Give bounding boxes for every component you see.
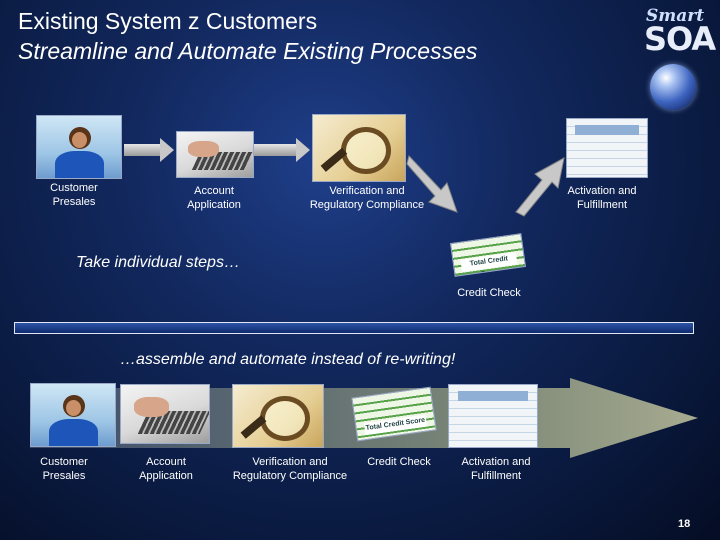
person-body bbox=[49, 418, 99, 446]
verification-image bbox=[312, 114, 406, 182]
logo-soa-text: SOA bbox=[644, 20, 716, 58]
credit-card-text: Total Credit Score bbox=[363, 414, 428, 435]
form-header-bar bbox=[575, 124, 639, 135]
individual-steps-note: Take individual steps… bbox=[76, 254, 240, 271]
bottom-label-credit-check: Credit Check bbox=[367, 456, 431, 468]
slide-title: Existing System z Customers bbox=[18, 8, 318, 34]
customer-presales-image bbox=[36, 115, 122, 179]
magnifier-lens bbox=[340, 126, 392, 174]
flow-arrow-2 bbox=[254, 138, 310, 162]
form-header-bar bbox=[457, 391, 529, 402]
bottom-verification-image bbox=[232, 384, 324, 448]
flow-arrow-1 bbox=[124, 138, 174, 162]
globe-icon bbox=[650, 64, 696, 110]
person-face bbox=[72, 132, 88, 149]
bottom-activation-image bbox=[448, 384, 538, 448]
flow-arrow-down-right bbox=[406, 154, 458, 213]
hand-shape bbox=[134, 396, 170, 417]
hand-shape bbox=[188, 141, 219, 157]
credit-check-image: Total Credit Score bbox=[449, 233, 527, 277]
person-face bbox=[66, 400, 82, 417]
magnifier-lens bbox=[260, 396, 310, 441]
account-application-image bbox=[176, 131, 254, 178]
step-label-credit-check: Credit Check bbox=[457, 287, 521, 299]
activation-image bbox=[566, 118, 648, 178]
smartsoa-logo: Smart SOA bbox=[628, 4, 716, 114]
page-number: 18 bbox=[678, 518, 691, 530]
bottom-customer-presales-image bbox=[30, 383, 116, 447]
flow-arrow-up-right bbox=[515, 157, 565, 217]
logo-smart-text: Smart bbox=[646, 6, 705, 26]
person-body bbox=[55, 150, 105, 178]
slide-subtitle: Streamline and Automate Existing Process… bbox=[18, 38, 478, 64]
assemble-note: …assemble and automate instead of re-wri… bbox=[120, 351, 456, 368]
credit-card-text: Total Credit Score bbox=[460, 251, 518, 277]
section-divider-bar bbox=[14, 322, 694, 334]
bottom-account-application-image bbox=[120, 384, 210, 444]
